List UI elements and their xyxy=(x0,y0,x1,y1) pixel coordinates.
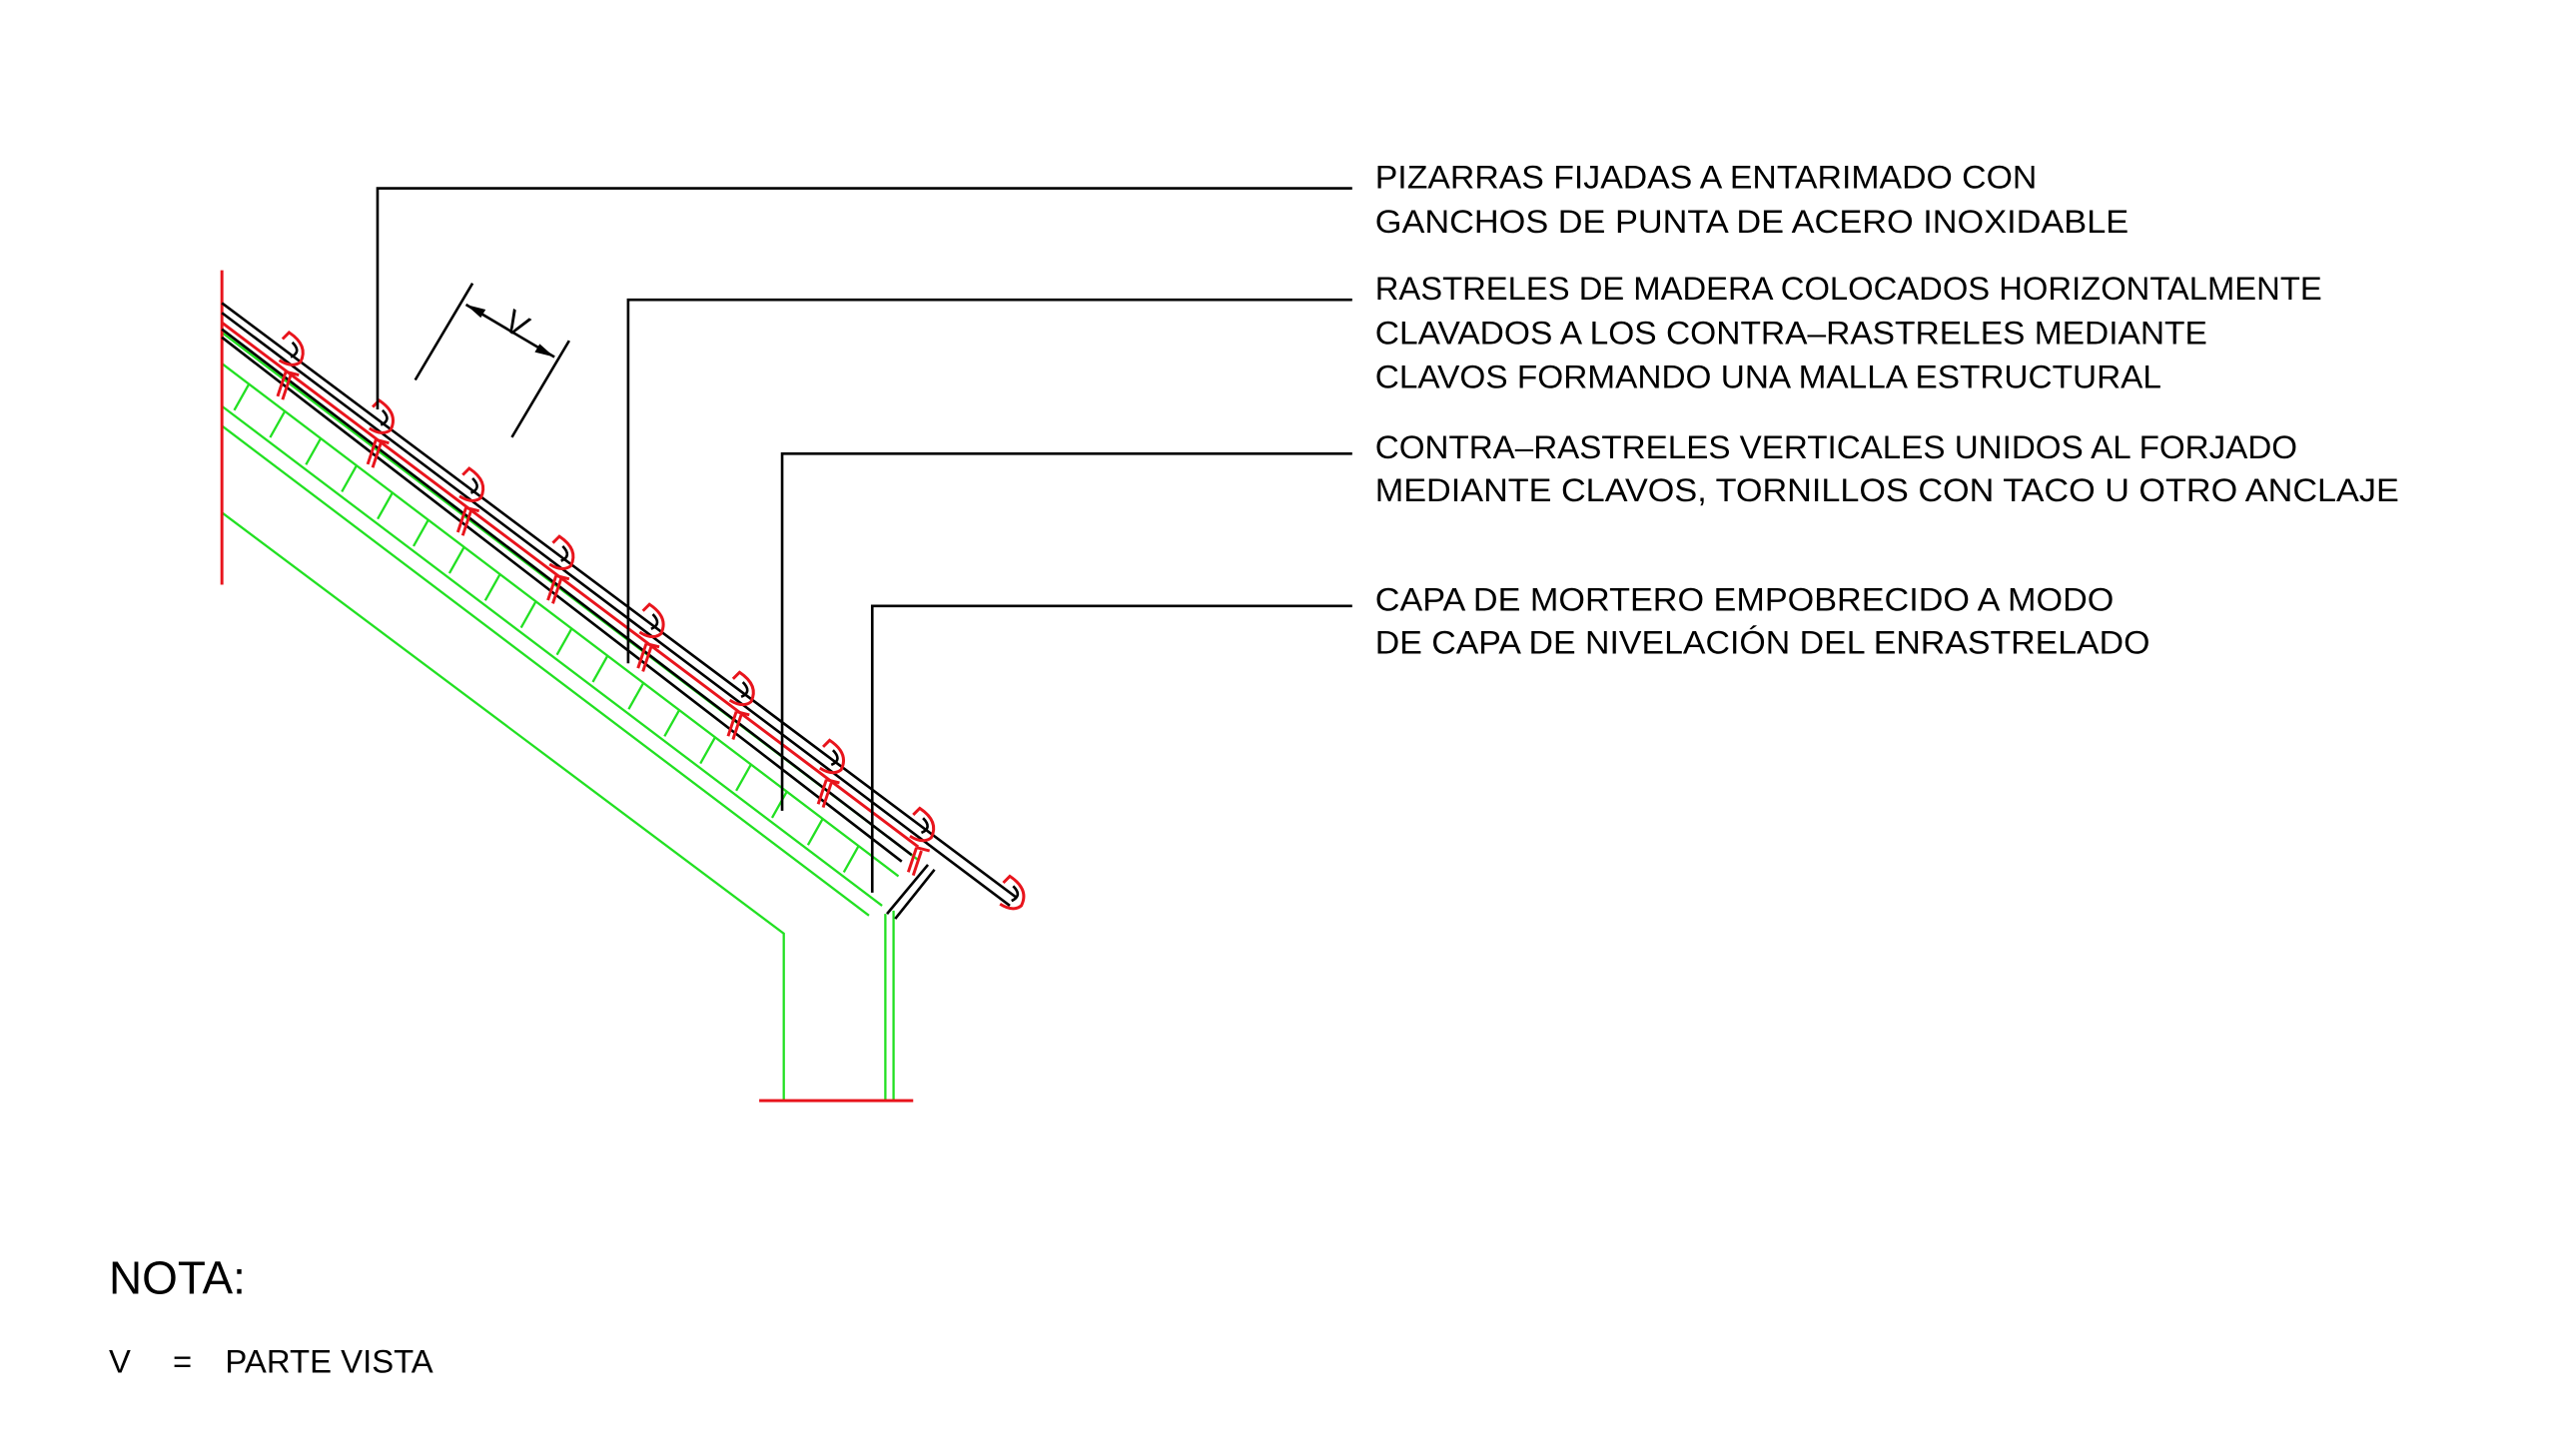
nail-icon xyxy=(816,778,840,809)
slate-hook-icon xyxy=(278,331,305,366)
hatch-mark xyxy=(269,410,287,438)
slate-hook-icon xyxy=(909,806,936,843)
callout-line: CAPA DE MORTERO EMPOBRECIDO A MODO xyxy=(1375,581,2115,618)
slate-end xyxy=(830,749,839,767)
hatch-mark xyxy=(377,491,394,520)
hatch-mark xyxy=(806,818,824,846)
callout-line: MEDIANTE CLAVOS, TORNILLOS CON TACO U OT… xyxy=(1375,471,2399,508)
slate-end xyxy=(920,817,929,835)
slate-end xyxy=(469,476,478,494)
note-meaning: PARTE VISTA xyxy=(225,1342,432,1379)
hatch-mark xyxy=(627,682,645,710)
hatch-mark xyxy=(555,627,573,656)
note-equals: = xyxy=(173,1342,192,1379)
nail-icon xyxy=(366,437,390,468)
slate-end xyxy=(740,681,749,699)
hatch-mark xyxy=(663,709,681,737)
callout-line: GANCHOS DE PUNTA DE ACERO INOXIDABLE xyxy=(1375,203,2129,240)
slate-hook-icon xyxy=(819,738,845,775)
nail-icon xyxy=(455,505,480,536)
callout-line: CLAVOS FORMANDO UNA MALLA ESTRUCTURAL xyxy=(1375,359,2161,395)
slate-hook-icon xyxy=(368,398,395,434)
callout-contra-rastreles: CONTRA–RASTRELES VERTICALES UNIDOS AL FO… xyxy=(1375,428,2399,508)
callout-rastreles: RASTRELES DE MADERA COLOCADOS HORIZONTAL… xyxy=(1375,270,2322,395)
slate-hook-icon xyxy=(728,670,755,707)
callout-line: DE CAPA DE NIVELACIÓN DEL ENRASTRELADO xyxy=(1375,623,2150,660)
hatch-mark xyxy=(735,763,752,792)
hatch-mark xyxy=(341,464,358,493)
structure-layers xyxy=(221,332,919,1101)
visible-part-dimension: V xyxy=(414,283,570,438)
leader-lines xyxy=(376,187,1352,893)
nail-icon xyxy=(546,574,570,604)
slate-hook-icon xyxy=(999,874,1026,911)
nail-icon xyxy=(906,846,931,877)
note-title: NOTA: xyxy=(109,1252,246,1304)
slate-end xyxy=(1011,885,1020,903)
callout-pizarras: PIZARRAS FIJADAS A ENTARIMADO CON GANCHO… xyxy=(1375,159,2129,240)
nail-icon xyxy=(276,369,300,400)
batten-hatching xyxy=(233,383,860,873)
hatch-mark xyxy=(233,383,251,411)
nail-icon xyxy=(636,642,660,672)
hatch-mark xyxy=(519,600,537,629)
hatch-mark xyxy=(770,791,788,819)
slate-end xyxy=(650,613,659,630)
callout-line: RASTRELES DE MADERA COLOCADOS HORIZONTAL… xyxy=(1375,270,2322,307)
note-symbol: V xyxy=(109,1342,131,1379)
slate-hook-icon xyxy=(548,534,575,570)
hatch-mark xyxy=(699,736,716,765)
dimension-label: V xyxy=(498,302,536,345)
slate-end xyxy=(290,341,299,359)
hatch-mark xyxy=(483,573,501,601)
nail-icon xyxy=(726,710,750,740)
callout-mortero: CAPA DE MORTERO EMPOBRECIDO A MODO DE CA… xyxy=(1375,581,2150,661)
slate-hooks xyxy=(276,331,1026,911)
hatch-mark xyxy=(591,655,609,683)
slate-end xyxy=(380,408,389,426)
slate-hook-icon xyxy=(458,466,485,502)
slate-end xyxy=(560,545,569,562)
callout-line: CONTRA–RASTRELES VERTICALES UNIDOS AL FO… xyxy=(1375,428,2297,465)
hatch-mark xyxy=(305,437,323,465)
callout-line: PIZARRAS FIJADAS A ENTARIMADO CON xyxy=(1375,159,2038,196)
note: NOTA: V = PARTE VISTA xyxy=(109,1252,433,1380)
slate-hook-icon xyxy=(638,602,665,639)
hatch-mark xyxy=(842,845,860,873)
hatch-mark xyxy=(447,546,465,574)
slates xyxy=(221,302,1026,920)
callout-line: CLAVADOS A LOS CONTRA–RASTRELES MEDIANTE xyxy=(1375,314,2207,351)
hatch-mark xyxy=(412,519,429,547)
